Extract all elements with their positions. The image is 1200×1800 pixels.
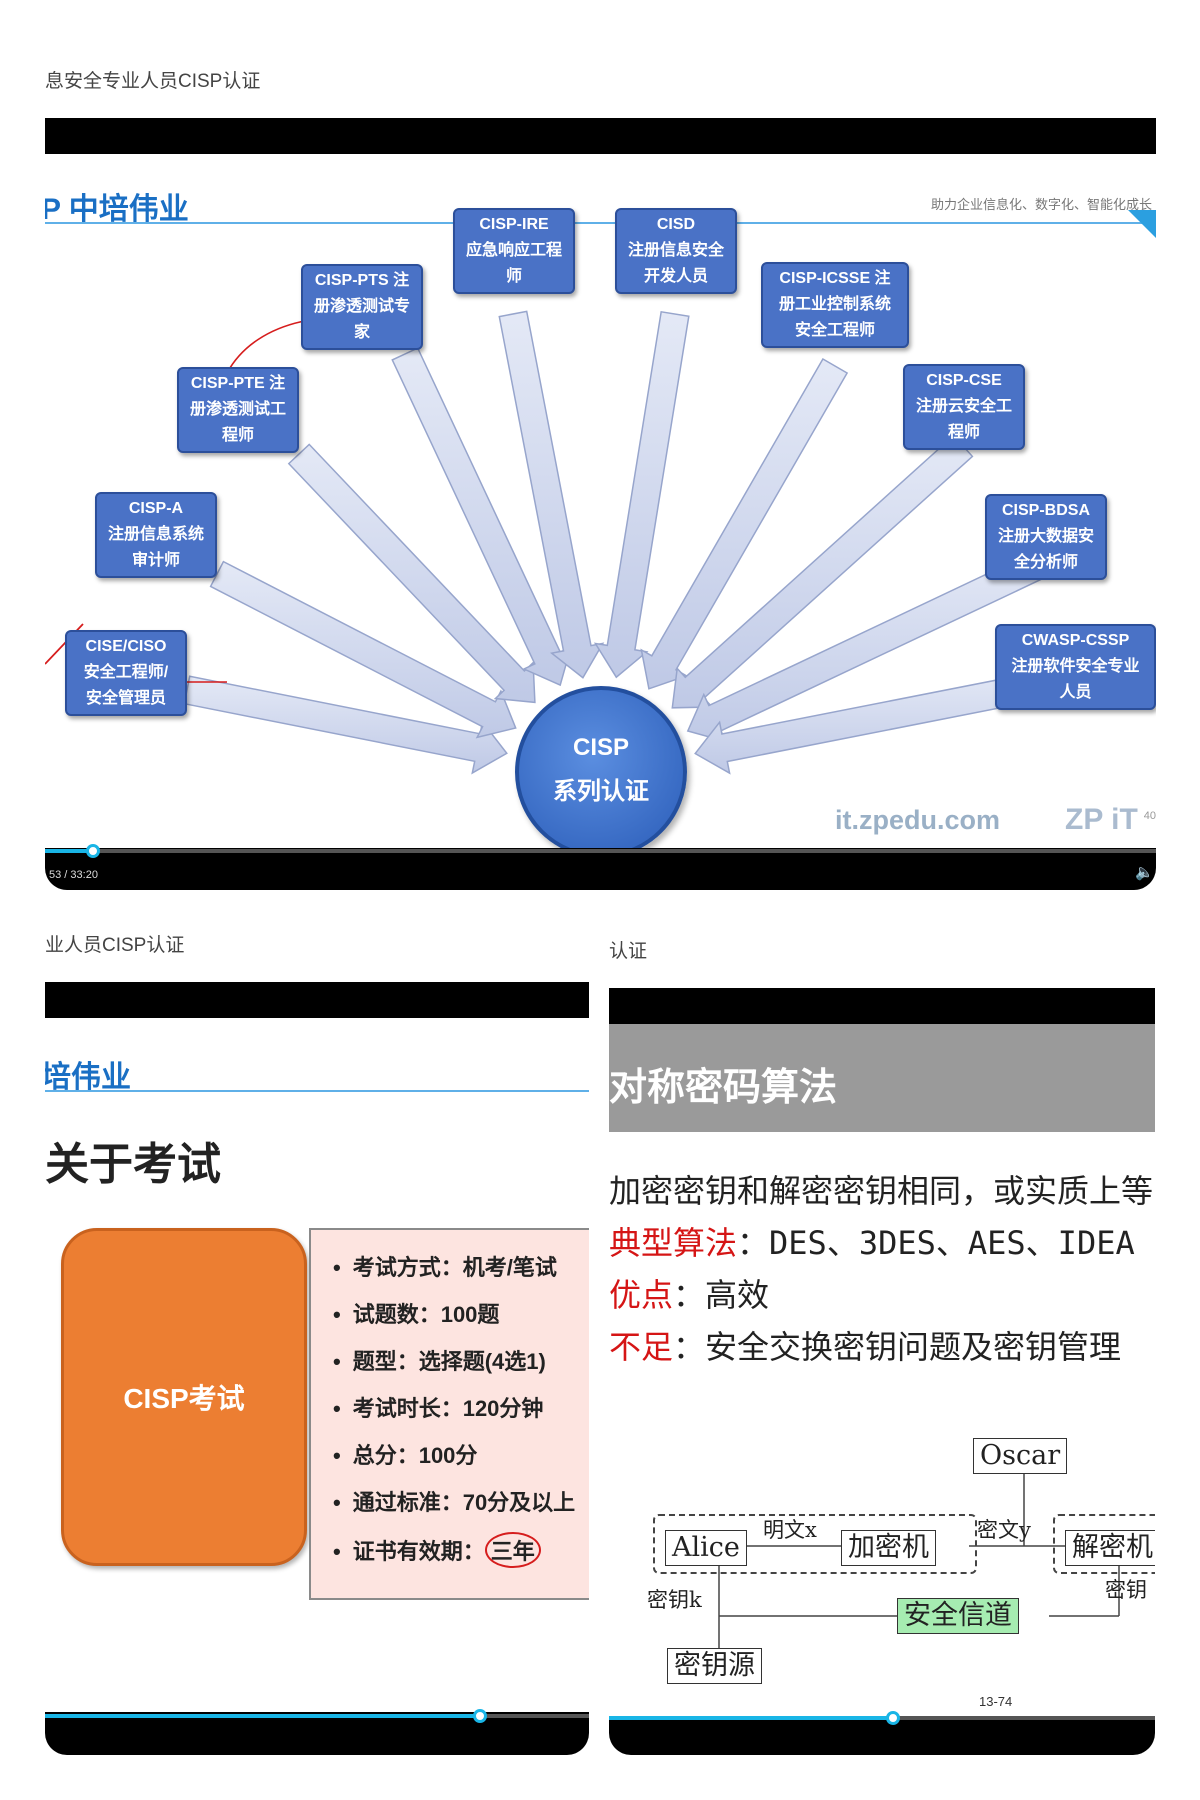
arrow-shape [593, 310, 690, 679]
arrow-shape [287, 443, 536, 704]
header-rule [45, 1090, 589, 1092]
exam-label-box: CISP考试 [61, 1228, 307, 1566]
alice-box: Alice [665, 1530, 747, 1566]
brand-watermark: ZP iT [1065, 803, 1138, 836]
header-rule [45, 222, 1156, 224]
center-cisp-circle: CISP 系列认证 [515, 686, 687, 848]
progress-fill [45, 1714, 481, 1718]
bullet-point: 典型算法：DES、3DES、AES、IDEA [609, 1224, 1135, 1262]
arrow-shape [209, 560, 517, 739]
receiver-group [1053, 1514, 1155, 1574]
time-display: 53 / 33:20 [49, 869, 98, 881]
progress-knob[interactable] [473, 1709, 488, 1723]
exam-item-validity: 证书有效期：三年 [333, 1532, 589, 1579]
progress-fill [609, 1716, 893, 1720]
bullet-point: 优点：高效 [609, 1277, 770, 1313]
validity-circled: 三年 [484, 1532, 541, 1568]
oscar-box: Oscar [973, 1438, 1068, 1474]
video-caption-2[interactable]: 业人员CISP认证 [45, 935, 185, 956]
progress-bar[interactable] [45, 844, 1156, 858]
cert-node-cisp-icsse: CISP-ICSSE 注册工业控制系统安全工程师 [761, 262, 909, 348]
slide-title: 对称密码算法 [609, 1024, 1155, 1132]
secure-channel-box: 安全信道 [897, 1598, 1019, 1634]
slide-slogan: 助力企业信息化、数字化、智能化成长 [930, 197, 1152, 212]
exam-item: 试题数：100题 [333, 1297, 589, 1344]
arrow-shape [498, 310, 605, 679]
progress-knob[interactable] [85, 844, 100, 858]
arrow-shape [640, 357, 849, 690]
key-label-left: 密钥k [647, 1588, 702, 1612]
exam-item: 题型：选择题(4选1) [333, 1344, 589, 1391]
slide-page-number: 40 [1143, 810, 1156, 822]
progress-bar[interactable] [45, 1709, 589, 1723]
volume-icon[interactable]: 🔈 [1135, 864, 1154, 881]
video-caption-1[interactable]: 息安全专业人员CISP认证 [45, 71, 261, 92]
arrow-shape [671, 434, 974, 709]
cert-node-cisp-pts: CISP-PTS 注册渗透测试专家 [301, 264, 423, 350]
corner-decoration [1128, 210, 1156, 238]
video-player-3[interactable]: 对称密码算法 加密密钥和解密密钥相同，或实质上等同 典型算法：DES、3DES、… [609, 988, 1155, 1755]
progress-bar[interactable] [609, 1711, 1155, 1725]
video-caption-3[interactable]: 认证 [609, 941, 648, 962]
slide-symmetric-crypto: 对称密码算法 加密密钥和解密密钥相同，或实质上等同 典型算法：DES、3DES、… [609, 1024, 1155, 1718]
arrow-diagram [45, 310, 1053, 775]
site-watermark: it.zpedu.com [835, 805, 1001, 835]
progress-fill [45, 849, 93, 853]
video-player-2[interactable]: 培伟业 关于考试 CISP考试 考试方式：机考/笔试 试题数：100题 题型：选… [45, 982, 589, 1755]
key-label-right: 密钥 [1105, 1578, 1147, 1602]
encryptor-box: 加密机 [841, 1530, 936, 1566]
slide-logo: P 中培伟业 [45, 193, 189, 226]
ciphertext-label: 密文y [977, 1518, 1031, 1542]
progress-knob[interactable] [885, 1711, 900, 1725]
bullet-point: 加密密钥和解密密钥相同，或实质上等同 [609, 1173, 1155, 1209]
exam-item: 考试方式：机考/笔试 [333, 1250, 589, 1297]
exam-item: 考试时长：120分钟 [333, 1391, 589, 1438]
arrow-shape [686, 548, 1052, 743]
key-source-box: 密钥源 [667, 1648, 762, 1684]
slide-about-exam: 培伟业 关于考试 CISP考试 考试方式：机考/笔试 试题数：100题 题型：选… [45, 1018, 589, 1712]
cert-node-cisp-pte: CISP-PTE 注册渗透测试工程师 [177, 367, 299, 453]
exam-details-panel: 考试方式：机考/笔试 试题数：100题 题型：选择题(4选1) 考试时长：120… [309, 1228, 589, 1600]
exam-item: 总分：100分 [333, 1438, 589, 1485]
decryptor-box: 解密机 [1065, 1530, 1155, 1566]
bullet-point: 不足：安全交换密钥问题及密钥管理 [609, 1329, 1122, 1365]
slide-title: 关于考试 [45, 1140, 221, 1189]
exam-item: 通过标准：70分及以上 [333, 1485, 589, 1532]
sender-group [653, 1514, 977, 1574]
arrow-shape [183, 675, 508, 775]
slide-page-number: 13-74 [979, 1694, 1013, 1709]
slide-logo: 培伟业 [45, 1061, 131, 1094]
plaintext-label: 明文x [763, 1518, 817, 1542]
arrow-shape [391, 347, 573, 687]
